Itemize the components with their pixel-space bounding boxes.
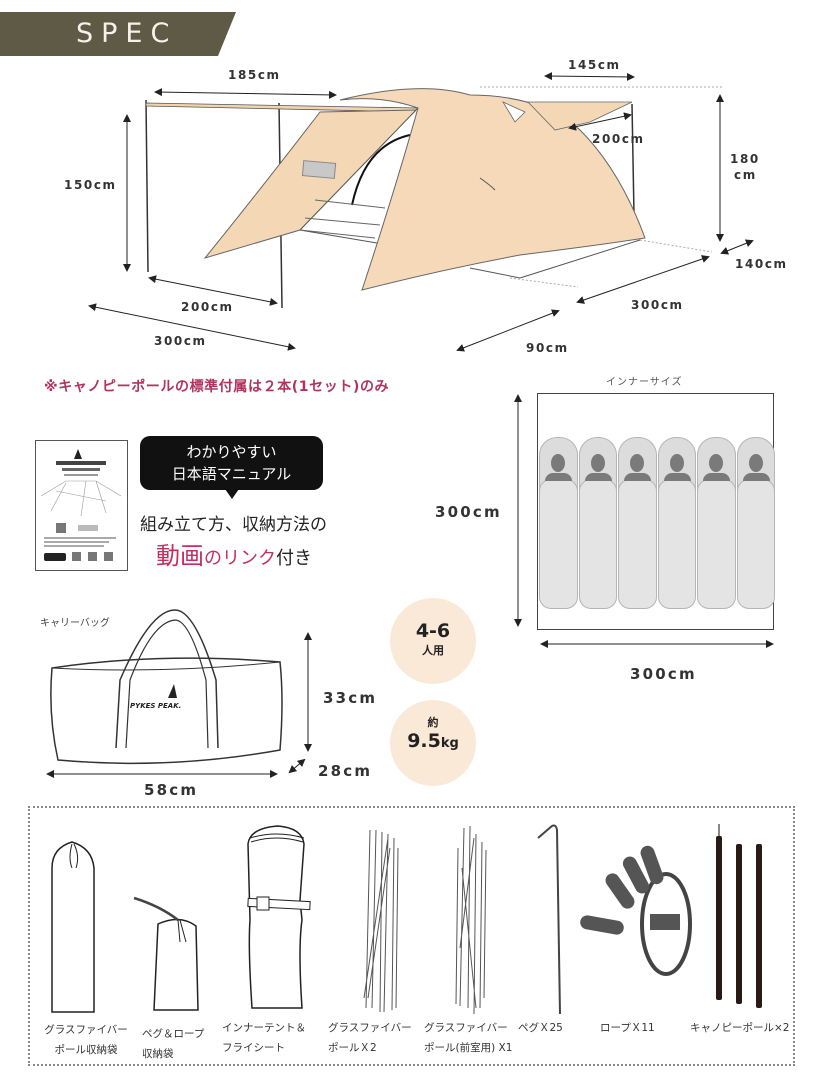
dim-front-vestibule: 90cm	[526, 341, 569, 355]
carry-bag-label: キャリーバッグ	[40, 618, 110, 629]
sleeping-bag-icon	[657, 437, 696, 609]
dim-front-length: 300cm	[154, 334, 207, 348]
weight-line: 9.5kg	[390, 730, 476, 752]
dim-canopy-width: 185cm	[228, 68, 281, 82]
suffix-text: 付き	[276, 548, 312, 569]
dim-height: 180	[730, 152, 760, 166]
carry-bag-illustration: PYKES PEAK.	[46, 609, 312, 778]
bubble-tail	[225, 489, 239, 499]
tent-illustration	[88, 72, 754, 352]
bag-brand: PYKES PEAK.	[130, 702, 181, 710]
tent-peg-icon	[537, 824, 561, 1015]
item-canopy-poles: キャノピーポール×2	[690, 1022, 790, 1034]
inner-floor-plan	[537, 393, 775, 630]
manual-thumbnail	[35, 440, 128, 571]
dim-side-depth: 140cm	[735, 257, 788, 271]
dim-rear-depth: 200cm	[592, 132, 645, 146]
banner-shape	[0, 12, 236, 56]
inner-height: 300cm	[435, 503, 502, 521]
item-pegs: ペグＸ25	[518, 1022, 563, 1034]
sleeping-bag-icon	[618, 437, 657, 609]
dim-height-unit: cm	[734, 168, 757, 182]
weight-value: 9.5	[407, 730, 441, 752]
vestibule-poles-icon	[455, 825, 487, 1015]
weight-prefix: 約	[427, 716, 439, 729]
bag-depth: 28cm	[318, 762, 373, 780]
weight-unit: kg	[440, 736, 459, 751]
sleepers-row	[539, 437, 775, 609]
spec-banner: SPEC	[0, 12, 236, 56]
included-items-illustrations	[51, 824, 762, 1015]
weight-badge: 約 9.5kg	[390, 700, 476, 786]
included-items-panel: グラスファイバー ポール収納袋 ペグ＆ロープ 収納袋 インナーテント＆ フライシ…	[28, 806, 795, 1066]
canopy-poles-icon	[716, 824, 762, 1008]
pole-bag-icon	[51, 841, 95, 1013]
peg-rope-bag-icon	[133, 896, 199, 1011]
dim-floor-length: 300cm	[631, 298, 684, 312]
manual-speech-bubble: わかりやすい 日本語マニュアル	[140, 436, 323, 490]
sleeping-bag-icon	[539, 437, 578, 609]
capacity-badge: 4-6 人用	[390, 598, 476, 684]
sleeping-bag-icon	[697, 437, 736, 609]
bubble-line2: 日本語マニュアル	[171, 465, 292, 483]
link-text: のリンク	[204, 548, 276, 569]
bubble-line1: わかりやすい	[186, 443, 277, 461]
inner-size-arrows	[514, 394, 774, 648]
item-peg-rope-bag: ペグ＆ロープ 収納袋	[142, 1028, 205, 1060]
item-fiberglass-poles: グラスファイバー ポールＸ2	[328, 1022, 412, 1054]
inner-size-label: インナーサイズ	[606, 377, 683, 388]
rope-icon	[580, 845, 692, 976]
sleeping-bag-icon	[736, 437, 775, 609]
video-highlight: 動画	[156, 542, 204, 570]
item-ropes: ロープＸ11	[600, 1022, 655, 1034]
canopy-pole-notice: ※キャノピーポールの標準付属は２本(1セット)のみ	[44, 379, 390, 395]
inner-width: 300cm	[630, 665, 697, 683]
bag-height: 33cm	[323, 689, 378, 707]
inner-tent-roll-icon	[247, 825, 311, 1009]
capacity-value: 4-6	[415, 620, 451, 642]
video-link-note: 動画のリンク付き	[156, 536, 312, 571]
capacity-unit: 人用	[422, 644, 444, 657]
dim-rear-width: 145cm	[568, 58, 621, 72]
sleeping-bag-icon	[578, 437, 617, 609]
dim-canopy-height: 150cm	[64, 178, 117, 192]
dim-canopy-depth: 200cm	[181, 300, 234, 314]
item-inner-tent: インナーテント＆ フライシート	[222, 1022, 306, 1054]
item-vestibule-pole: グラスファイバー ポール(前室用) X1	[424, 1022, 513, 1054]
manual-description: 組み立て方、収納方法の	[140, 515, 327, 535]
fiberglass-poles-icon	[363, 829, 399, 1013]
page-title: SPEC	[76, 18, 178, 49]
item-pole-bag: グラスファイバー ポール収納袋	[44, 1024, 128, 1056]
bag-width: 58cm	[144, 781, 199, 799]
